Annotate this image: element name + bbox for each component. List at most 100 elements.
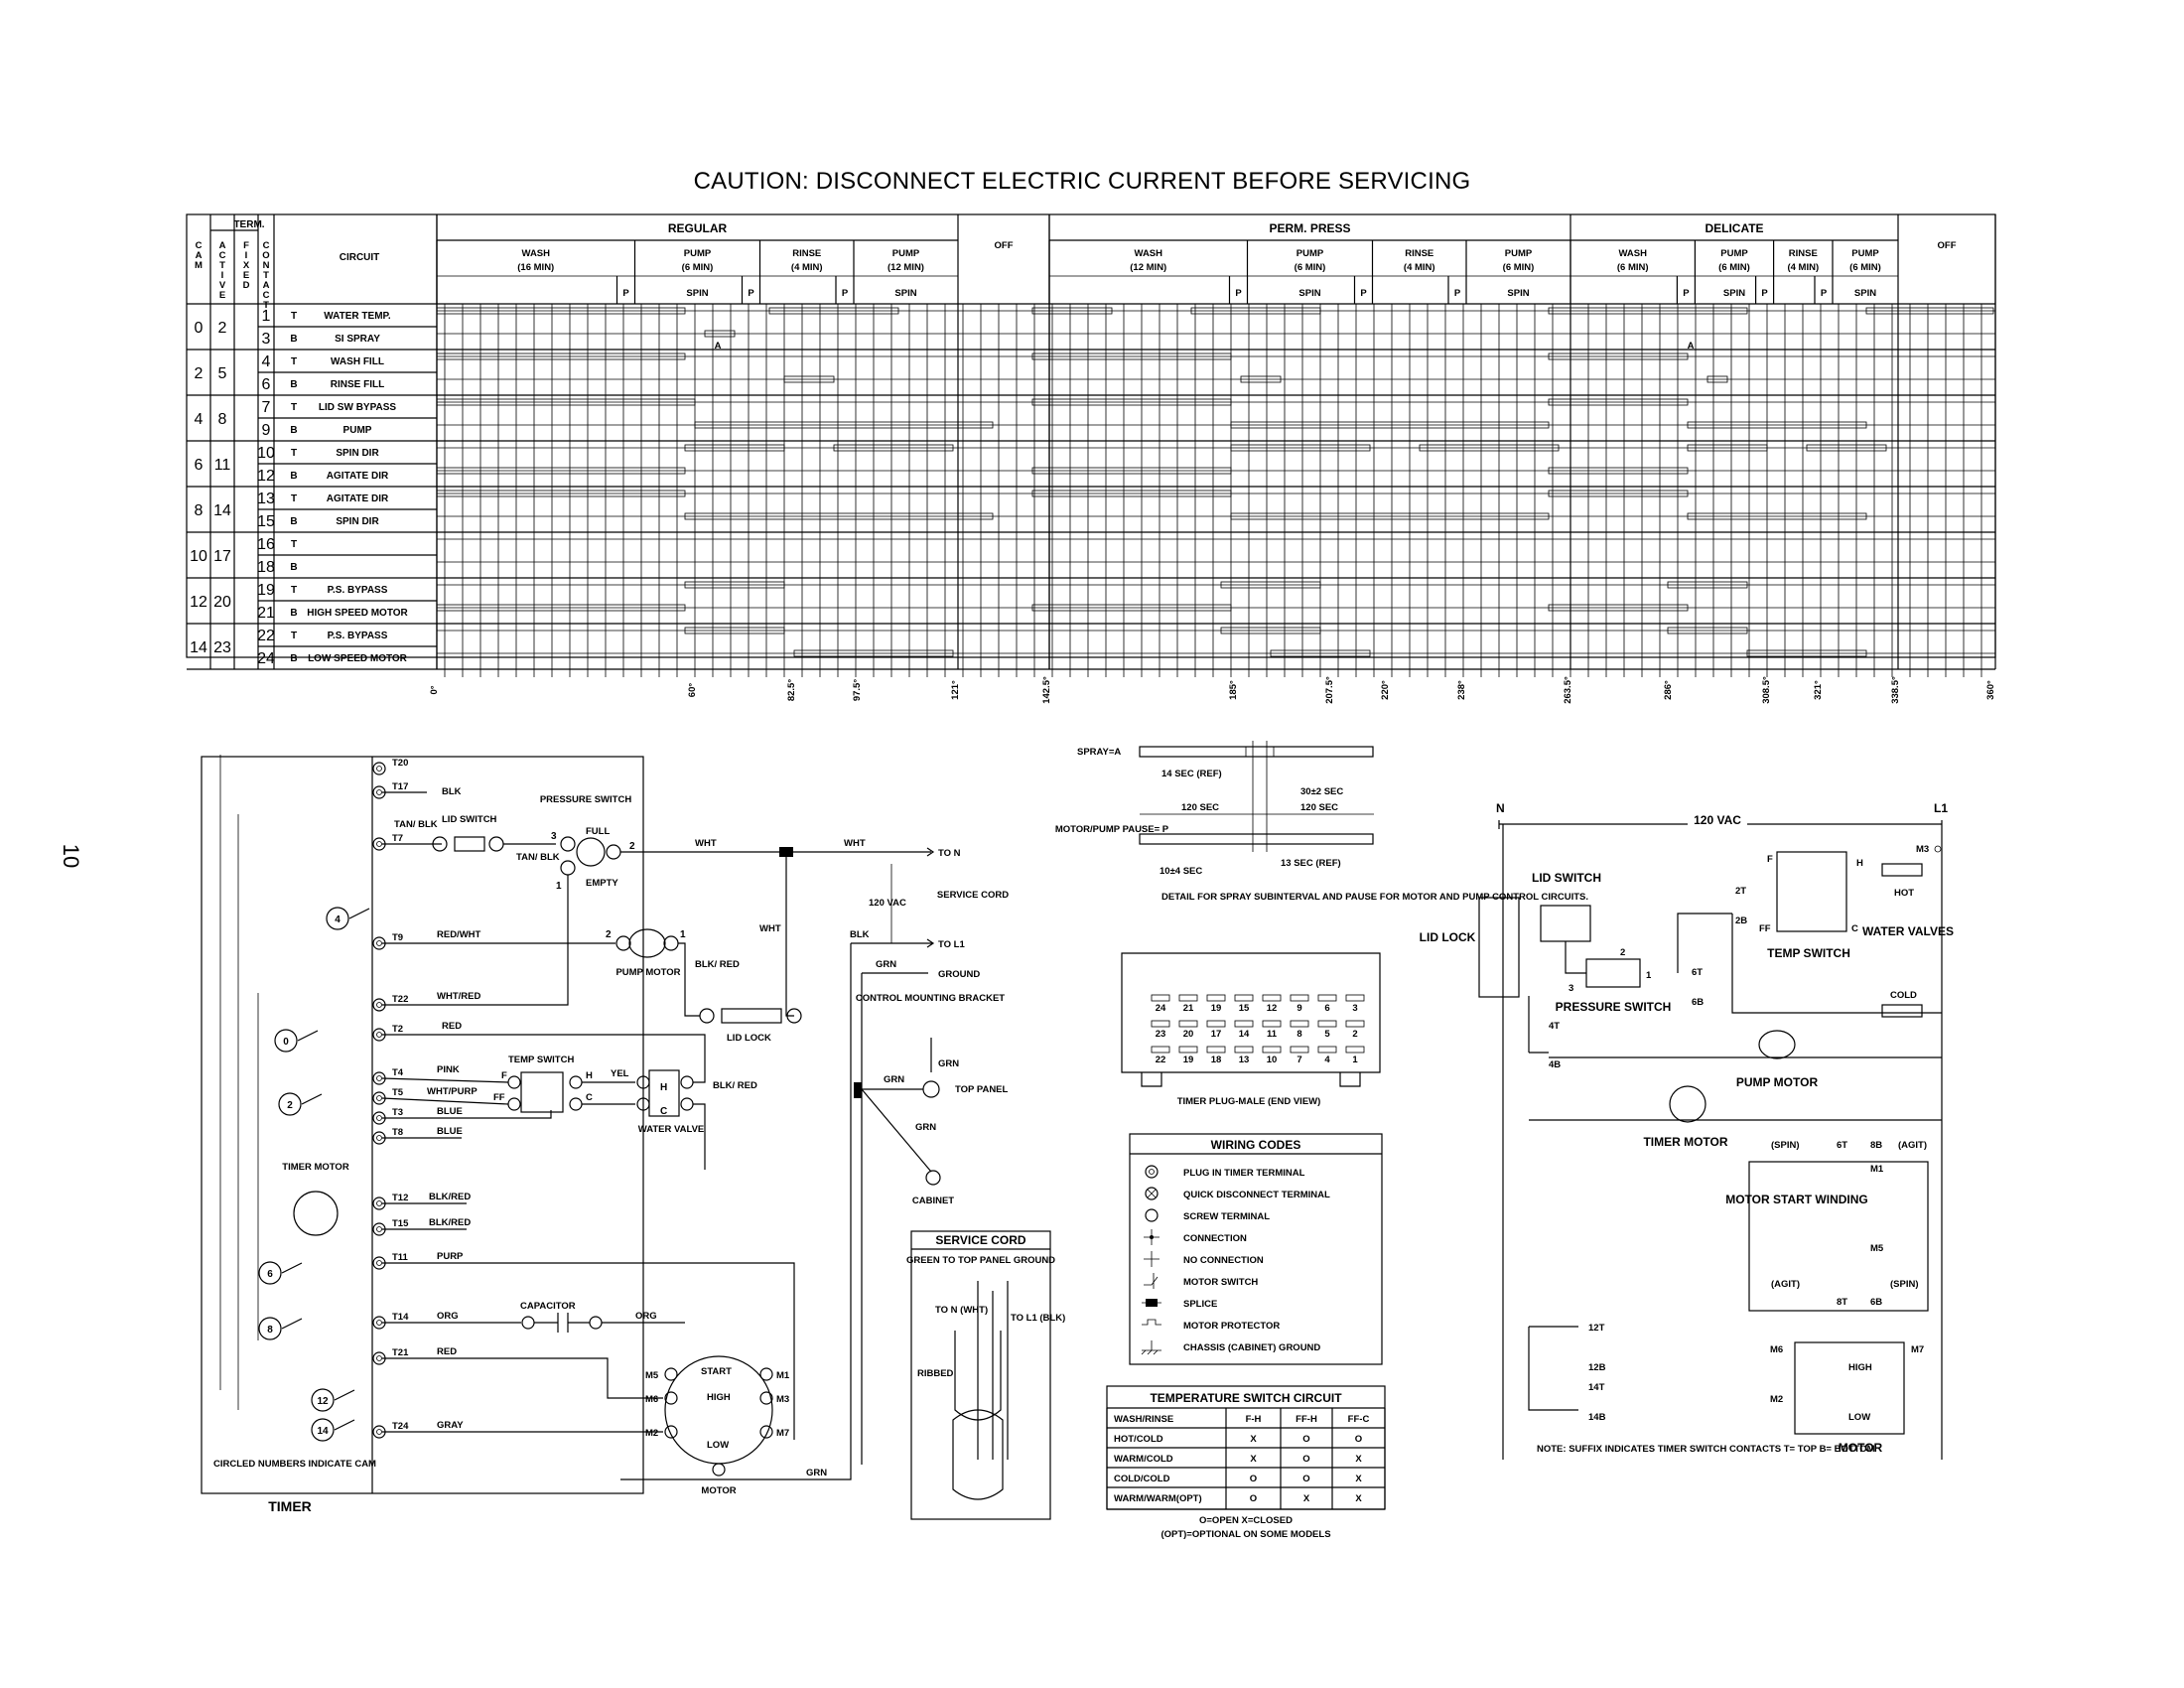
ladder-m3: M3 [1916, 844, 1929, 855]
terminal-label: T7 [392, 833, 403, 844]
ladder-8b: 8B [1870, 1140, 1882, 1151]
ground-label: GROUND [938, 969, 980, 980]
wire-blk: BLK [442, 786, 462, 797]
contact-type: T [291, 356, 297, 367]
cycle-name: REGULAR [668, 221, 728, 235]
off-label: OFF [1938, 240, 1957, 251]
wire-purp: PURP [437, 1251, 464, 1262]
ladder-6t: 6T [1692, 967, 1703, 978]
ladder-m1: M1 [1870, 1164, 1884, 1175]
wire-red: RED [442, 1021, 462, 1032]
contact-type: B [290, 562, 297, 573]
cam-number: 6 [267, 1269, 273, 1280]
splice-icon [779, 847, 793, 857]
phase-label: PUMP [1297, 248, 1324, 259]
ladder-note: NOTE: SUFFIX INDICATES TIMER SWITCH CONT… [1537, 1444, 1875, 1455]
degree-label: 263.5° [1563, 676, 1573, 704]
service-cord-to-n: TO N (WHT) [935, 1305, 988, 1316]
wire-gray: GRAY [437, 1420, 464, 1431]
terminal-label: T11 [392, 1252, 409, 1263]
plug-pin-number: 2 [1352, 1029, 1357, 1040]
detail-13sec: 13 SEC (REF) [1281, 858, 1341, 869]
terminal-label: T15 [392, 1218, 409, 1229]
ladder-timer-motor: TIMER MOTOR [1643, 1135, 1727, 1149]
phase-label: WASH [522, 248, 551, 259]
plug-pin-number: 19 [1183, 1055, 1194, 1065]
detail-14sec: 14 SEC (REF) [1161, 769, 1222, 779]
temp-switch-label: TEMP SWITCH [508, 1055, 574, 1065]
lid-lock-label: LID LOCK [727, 1033, 771, 1044]
circuit-label: P.S. BYPASS [328, 585, 388, 596]
wiring-code-label: CHASSIS (CABINET) GROUND [1183, 1342, 1320, 1353]
ladder-m7: M7 [1911, 1344, 1924, 1355]
fixed-terminal: 19 [257, 582, 275, 599]
service-cord-green: GREEN TO TOP PANEL GROUND [906, 1255, 1055, 1266]
wire-tan-blk: TAN/ BLK [394, 819, 438, 830]
wire-tan-blk-2: TAN/ BLK [516, 852, 560, 863]
fixed-terminal: 6 [262, 376, 271, 393]
phase-duration: (12 MIN) [887, 262, 924, 273]
fixed-terminal: 18 [257, 559, 275, 576]
pause-label: P [1821, 288, 1828, 299]
quick-disconnect-icon [663, 935, 679, 951]
wiring-code-label: QUICK DISCONNECT TERMINAL [1183, 1190, 1330, 1200]
wire-grn-5: GRN [806, 1468, 827, 1478]
motor-switch-icon [1144, 1273, 1159, 1289]
screw-terminal-icon [1145, 1208, 1159, 1222]
motor-protector-icon [1142, 1319, 1161, 1326]
terminal-label: T5 [392, 1087, 404, 1098]
motor-low: LOW [707, 1440, 729, 1451]
temp-table-header: FF-H [1296, 1414, 1317, 1425]
pm-term-1: 1 [680, 929, 686, 940]
circuit-label: AGITATE DIR [327, 493, 389, 504]
temp-table-cell: COLD/COLD [1114, 1474, 1170, 1484]
service-cord-to-l1: TO L1 (BLK) [1011, 1313, 1065, 1324]
plug-pin-number: 17 [1211, 1029, 1222, 1040]
degree-label: 0° [429, 685, 440, 694]
wire-yel: YEL [611, 1068, 629, 1079]
fixed-terminal: 1 [262, 308, 271, 325]
phase-label: RINSE [1789, 248, 1818, 259]
contact-type: B [290, 379, 297, 390]
phase-duration: (6 MIN) [1503, 262, 1535, 273]
motor-m2: M2 [645, 1428, 658, 1439]
fixed-terminal: 22 [257, 628, 275, 644]
quick-disconnect-icon [606, 844, 621, 860]
phase-label: PUMP [892, 248, 920, 259]
temp-table-cell: X [1303, 1493, 1310, 1504]
plug-pin-number: 19 [1211, 1003, 1222, 1014]
ladder-ts-ff: FF [1759, 923, 1771, 934]
ladder-vac: 120 VAC [1694, 813, 1741, 827]
ladder-high: HIGH [1848, 1362, 1872, 1373]
temp-table-header: F-H [1246, 1414, 1262, 1425]
ladder-2b: 2B [1735, 915, 1747, 926]
contact-type: B [290, 608, 297, 619]
pause-label: P [842, 288, 849, 299]
quick-disconnect-icon [786, 1008, 802, 1024]
phase-label: RINSE [792, 248, 821, 259]
cam-number: 0 [195, 320, 204, 337]
ladder-pump-motor: PUMP MOTOR [1736, 1075, 1819, 1089]
temp-table-cell: WARM/WARM(OPT) [1114, 1493, 1202, 1504]
phase-duration: (6 MIN) [1849, 262, 1881, 273]
temp-table-cell: X [1250, 1434, 1257, 1445]
cam-number: 8 [195, 502, 204, 519]
timer-motor-icon [293, 1191, 339, 1236]
ladder-m5: M5 [1870, 1243, 1884, 1254]
pm-term-2: 2 [606, 929, 612, 940]
fixed-terminal: 9 [262, 422, 271, 439]
spin-label: SPIN [1854, 288, 1876, 299]
degree-label: 308.5° [1761, 676, 1772, 704]
ladder-spin-2: (SPIN) [1890, 1279, 1919, 1290]
quick-disconnect-icon [1145, 1187, 1159, 1200]
ts-h: H [586, 1070, 593, 1081]
degree-label: 360° [1985, 680, 1996, 700]
fixed-terminal: 4 [262, 353, 271, 370]
timer-motor-label: TIMER MOTOR [282, 1162, 349, 1173]
phase-duration: (4 MIN) [1787, 262, 1819, 273]
v120-label: 120 VAC [869, 898, 906, 909]
contact-type: B [290, 334, 297, 345]
